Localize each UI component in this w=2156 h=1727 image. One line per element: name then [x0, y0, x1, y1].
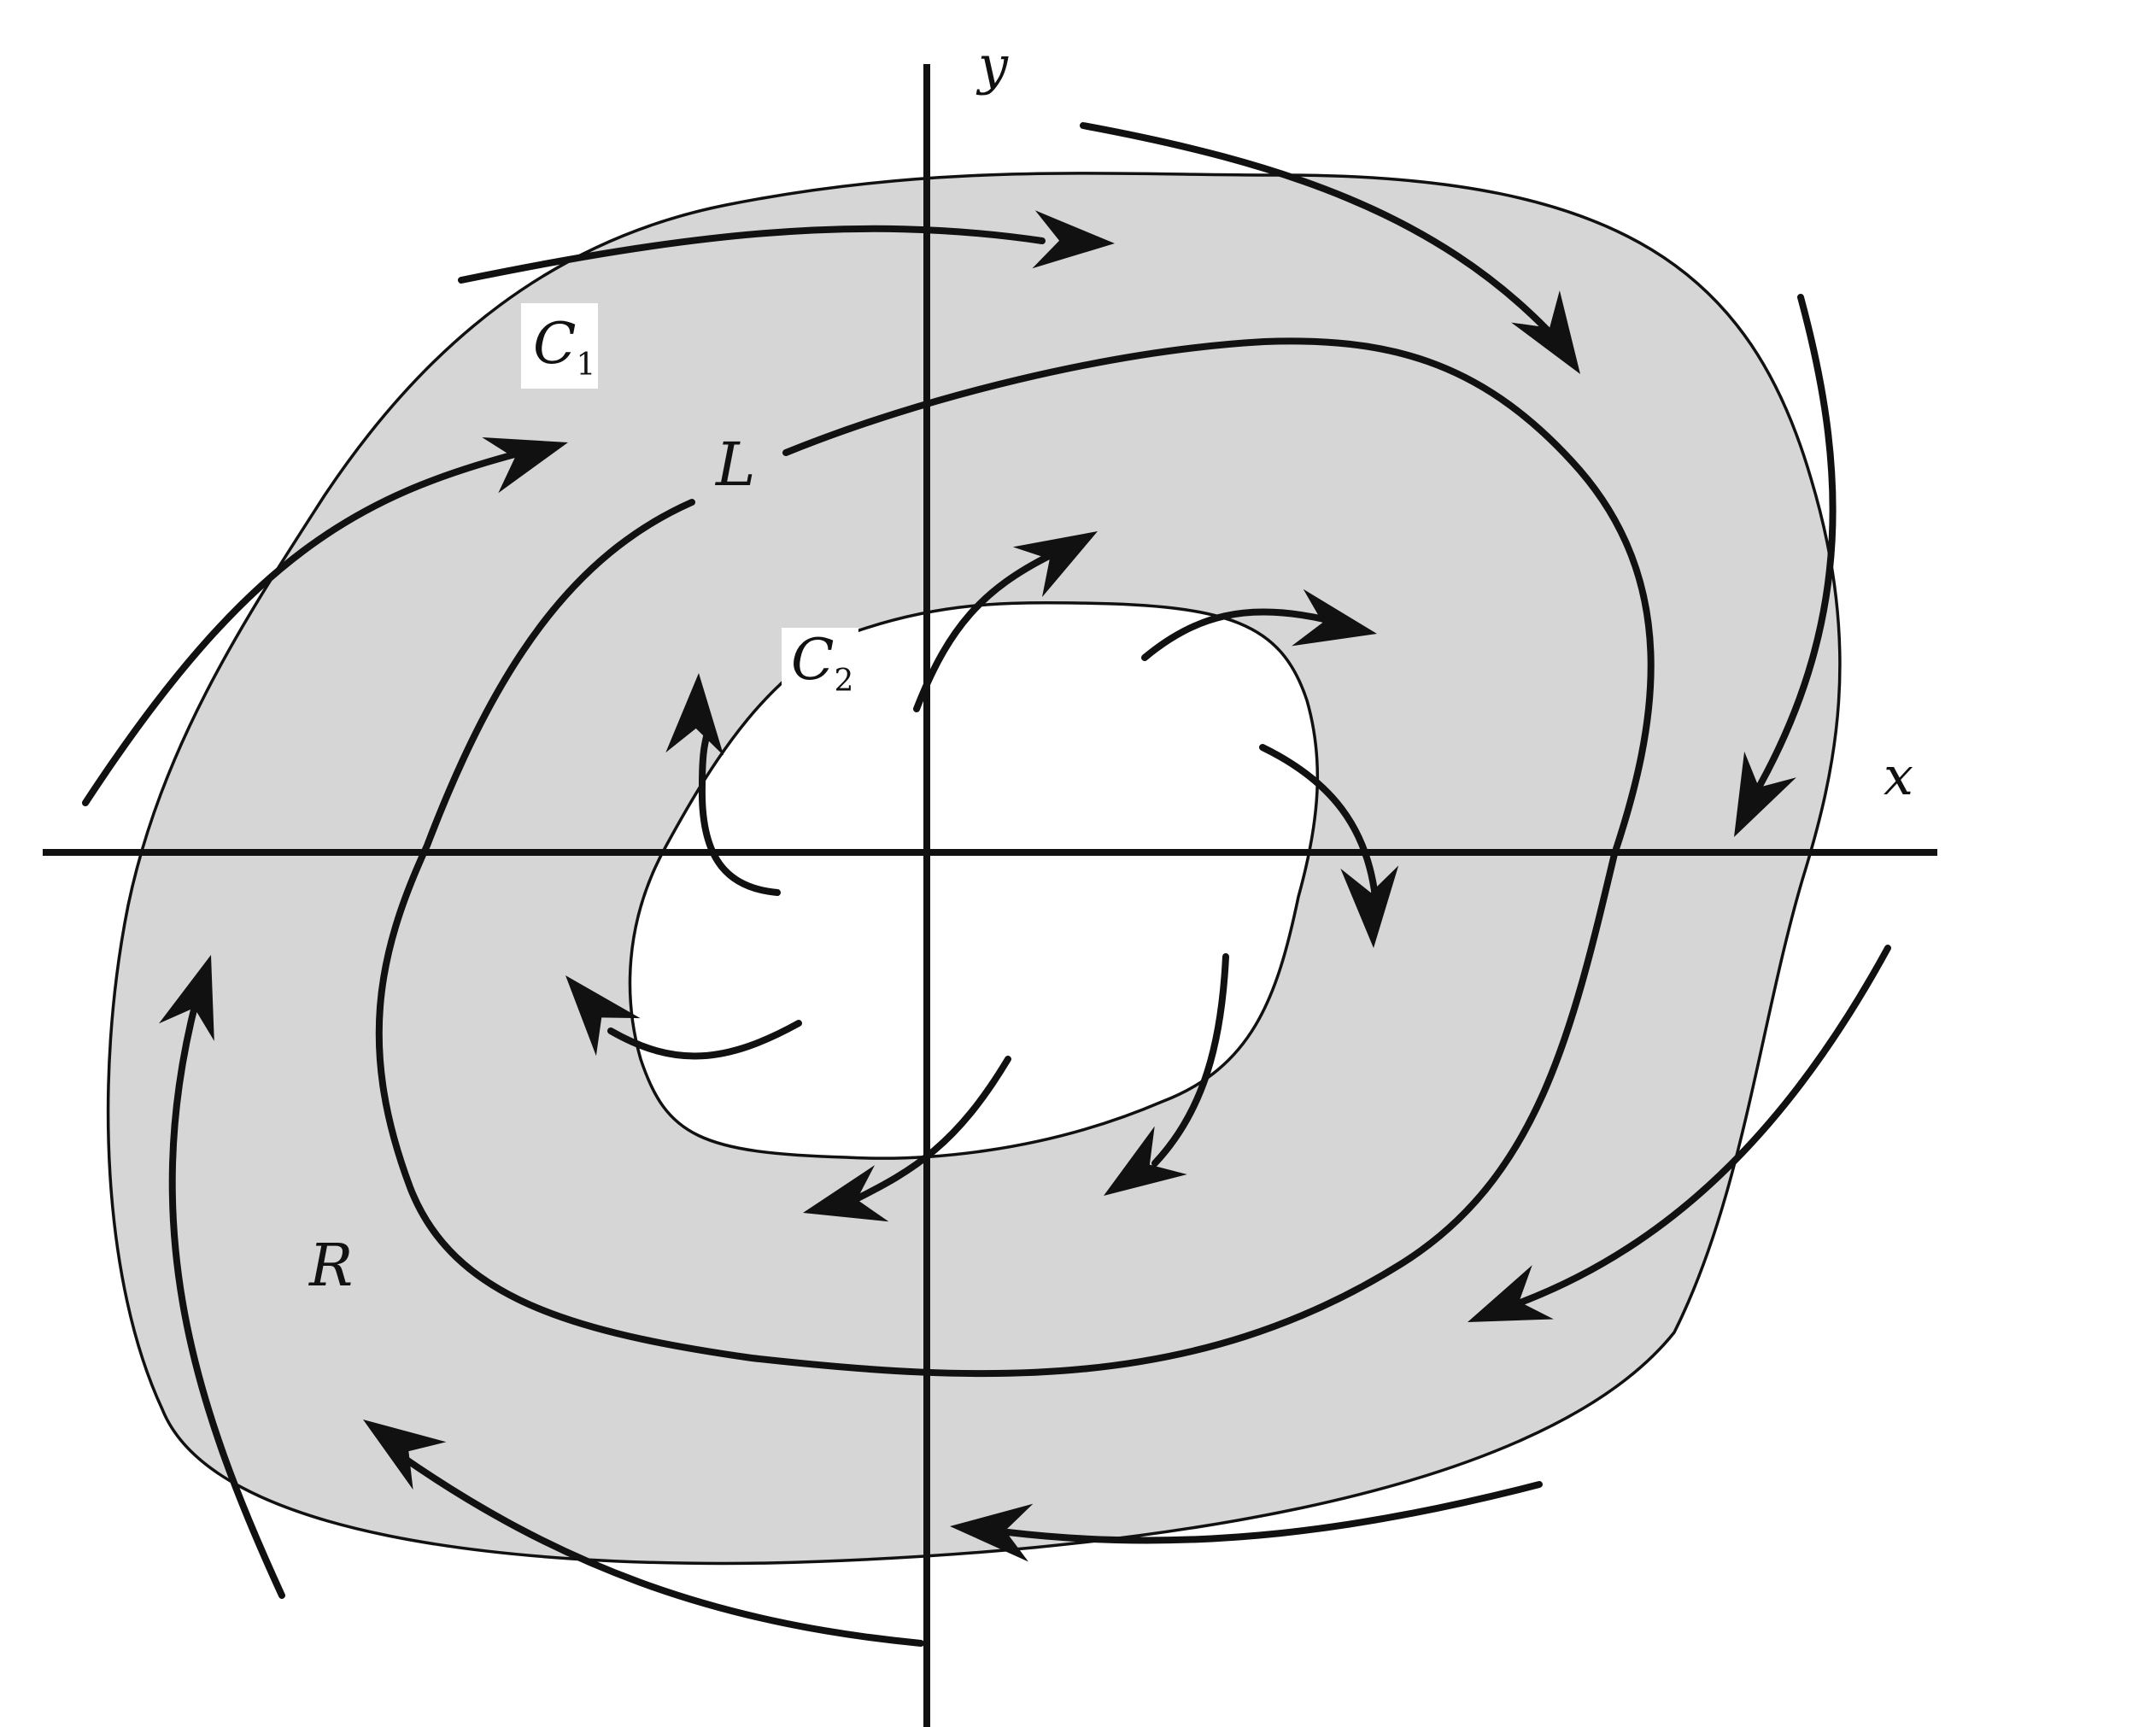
- arrowhead-7: [158, 955, 214, 1041]
- arrowhead-15: [665, 673, 724, 756]
- trajectory-bottom-left: [398, 1453, 924, 1647]
- arrowhead-3: [1734, 751, 1796, 837]
- trajectory-inner-2: [1141, 608, 1327, 661]
- trapping-region: [108, 173, 1840, 1564]
- arrowhead-11: [1340, 865, 1399, 948]
- x-axis-label: x: [1884, 745, 1913, 807]
- trajectory-right: [1756, 294, 1837, 789]
- arrowhead-12: [1104, 1126, 1187, 1196]
- arrowhead-9: [1012, 531, 1098, 598]
- trajectory-inner-1: [913, 552, 1054, 712]
- trajectory-inner-4: [1151, 953, 1229, 1167]
- arrowhead-8: [482, 436, 568, 494]
- arrowhead-6: [363, 1420, 447, 1490]
- arrowhead-13: [803, 1165, 889, 1222]
- arrowheads: [158, 210, 1796, 1562]
- arrowhead-4: [1468, 1265, 1554, 1322]
- trajectory-inner-7: [698, 723, 781, 896]
- label-gap-c1: [521, 303, 598, 389]
- trajectory-inner-5: [851, 1056, 1011, 1203]
- trajectory-bottom: [1005, 1481, 1543, 1544]
- trajectory-upper-left: [82, 449, 524, 806]
- outer-boundary-c1: [106, 172, 1842, 1566]
- inner-boundary-c2: [628, 600, 1320, 1160]
- region-label: R: [308, 1232, 353, 1300]
- limit-cycle-l: [375, 337, 1655, 1378]
- trajectory-top-right: [1080, 122, 1554, 337]
- trajectory-inner-6: [607, 1020, 802, 1060]
- outer-curve-label: C1: [533, 311, 595, 383]
- y-axis-label: y: [975, 34, 1009, 97]
- limit-cycle-label: L: [714, 430, 755, 500]
- arrowhead-5: [950, 1503, 1034, 1562]
- label-gap-c2: [782, 628, 858, 705]
- trajectory-lower-right: [1517, 945, 1891, 1306]
- trajectory-left: [168, 996, 285, 1599]
- trajectory-top: [458, 225, 1046, 284]
- trajectory-inner-3: [1259, 744, 1379, 900]
- arrowhead-14: [565, 975, 641, 1057]
- arrowhead-1: [1032, 210, 1115, 269]
- arrowhead-2: [1511, 290, 1580, 374]
- inner-curve-label: C2: [791, 627, 853, 699]
- arrowhead-10: [1292, 588, 1377, 647]
